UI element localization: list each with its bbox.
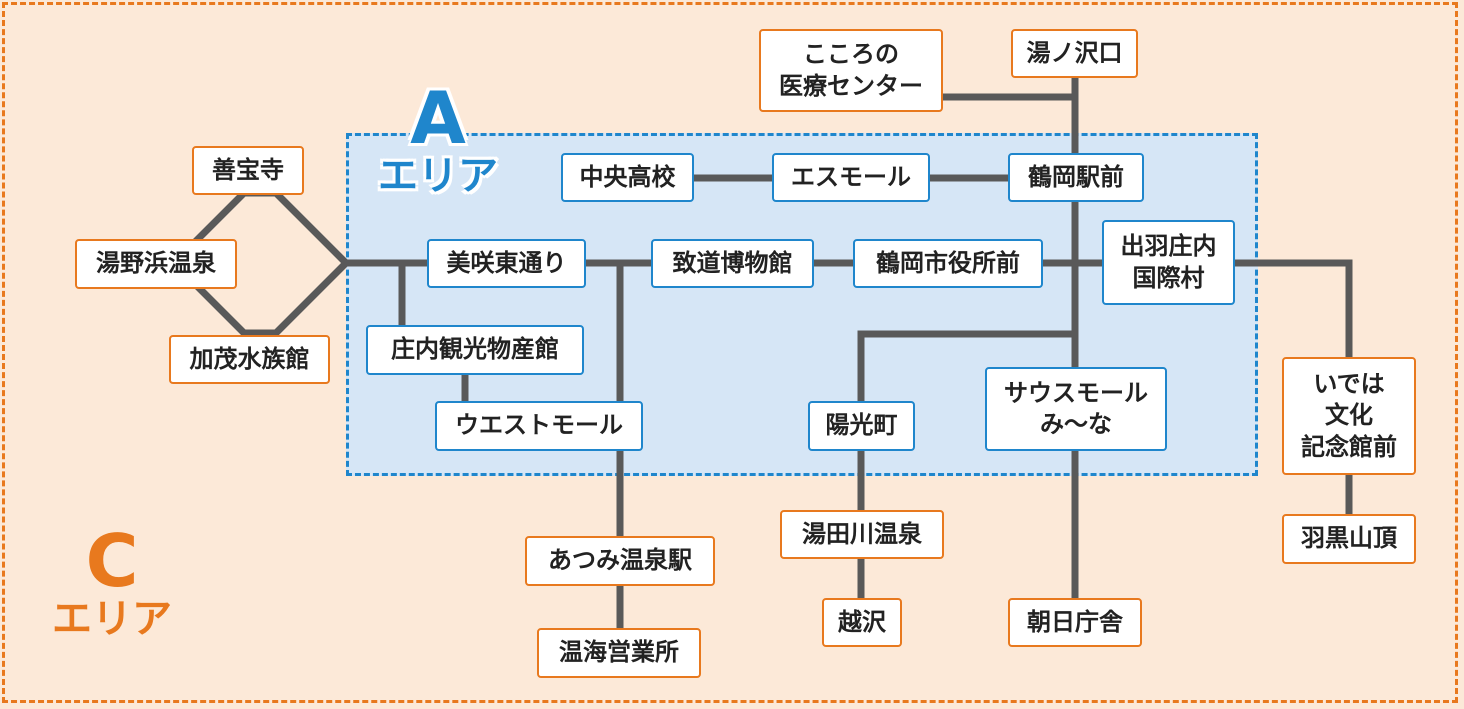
- stop-haguro-summit[interactable]: 羽黒山頂: [1282, 514, 1416, 564]
- stop-yoko-machi[interactable]: 陽光町: [808, 401, 915, 451]
- stop-onkai-office[interactable]: 温海営業所: [537, 628, 701, 678]
- area-a-word: エリア: [378, 153, 498, 199]
- route-kamo-diamond: [178, 260, 349, 337]
- stop-south-mall[interactable]: サウスモール み〜な: [985, 367, 1167, 451]
- stop-yutagawa[interactable]: 湯田川温泉: [780, 510, 944, 559]
- stop-choshasha[interactable]: 朝日庁舎: [1008, 598, 1142, 647]
- stop-tsuruoka-ekimae[interactable]: 鶴岡駅前: [1008, 153, 1144, 202]
- stop-s-mall[interactable]: エスモール: [772, 153, 930, 202]
- stop-chido-museum[interactable]: 致道博物館: [651, 239, 814, 288]
- stop-dewa-shonai[interactable]: 出羽庄内 国際村: [1102, 220, 1235, 305]
- stop-yunohama[interactable]: 湯野浜温泉: [75, 239, 237, 289]
- area-c-letter: C: [85, 519, 139, 603]
- area-a-letter: A: [410, 76, 466, 160]
- stop-kanko-bussan[interactable]: 庄内観光物産館: [366, 325, 584, 375]
- stop-yunosawaguchi[interactable]: 湯ノ沢口: [1011, 29, 1138, 78]
- area-a-label: A エリア: [378, 82, 498, 196]
- stop-misaki-dori[interactable]: 美咲東通り: [427, 239, 586, 288]
- area-c-label: C エリア: [52, 525, 172, 639]
- stop-kokoro[interactable]: こころの 医療センター: [759, 29, 943, 112]
- stop-shiyakusho[interactable]: 鶴岡市役所前: [853, 239, 1043, 288]
- stop-chuo-koko[interactable]: 中央高校: [561, 153, 694, 202]
- stop-kamo-aquarium[interactable]: 加茂水族館: [169, 335, 330, 384]
- stop-koshizawa[interactable]: 越沢: [822, 598, 902, 647]
- stop-ideha[interactable]: いでは 文化 記念館前: [1282, 357, 1416, 475]
- stop-west-mall[interactable]: ウエストモール: [435, 401, 643, 451]
- stop-zenpoji[interactable]: 善宝寺: [192, 146, 304, 195]
- area-c-word: エリア: [52, 596, 172, 642]
- stop-atsumi-station[interactable]: あつみ温泉駅: [525, 536, 715, 586]
